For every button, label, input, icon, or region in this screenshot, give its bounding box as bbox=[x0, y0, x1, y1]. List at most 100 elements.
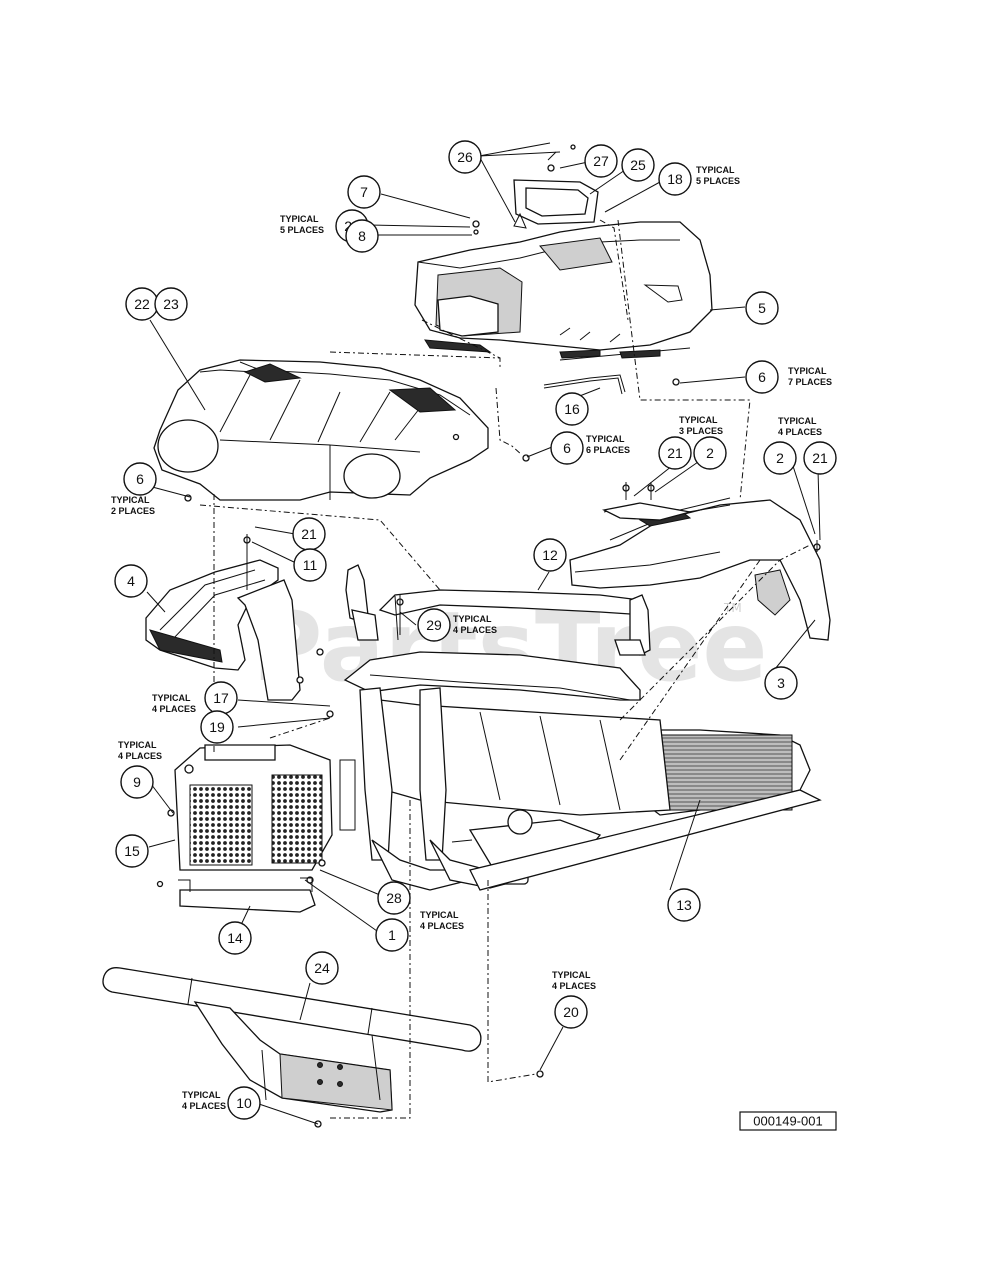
document-number-box: 000149-001 bbox=[739, 1111, 837, 1131]
callout-19[interactable]: 19 bbox=[200, 710, 234, 744]
svg-text:22: 22 bbox=[134, 296, 150, 312]
svg-text:TYPICAL: TYPICAL bbox=[152, 693, 191, 703]
svg-text:3 PLACES: 3 PLACES bbox=[679, 426, 723, 436]
note-typical-5-places-top-left: TYPICAL 5 PLACES bbox=[280, 214, 324, 235]
svg-text:15: 15 bbox=[124, 843, 140, 859]
svg-text:27: 27 bbox=[593, 153, 609, 169]
svg-text:6: 6 bbox=[563, 440, 571, 456]
svg-text:21: 21 bbox=[812, 450, 828, 466]
callout-2-right[interactable]: 2 bbox=[693, 436, 727, 470]
callout-1[interactable]: 1 bbox=[375, 918, 409, 952]
svg-text:28: 28 bbox=[386, 890, 402, 906]
callout-17[interactable]: 17 bbox=[204, 681, 238, 715]
svg-text:6: 6 bbox=[758, 369, 766, 385]
svg-text:6 PLACES: 6 PLACES bbox=[586, 445, 630, 455]
callout-29[interactable]: 29 bbox=[417, 608, 451, 642]
note-typical-2-places: TYPICAL 2 PLACES bbox=[111, 495, 155, 516]
callout-5[interactable]: 5 bbox=[745, 291, 779, 325]
svg-text:4 PLACES: 4 PLACES bbox=[182, 1101, 226, 1111]
svg-text:8: 8 bbox=[358, 228, 366, 244]
note-typical-6-places: TYPICAL 6 PLACES bbox=[586, 434, 630, 455]
callout-11[interactable]: 11 bbox=[293, 548, 327, 582]
screws bbox=[184, 378, 821, 1078]
svg-text:24: 24 bbox=[314, 960, 330, 976]
svg-text:9: 9 bbox=[133, 774, 141, 790]
callout-7[interactable]: 7 bbox=[347, 175, 381, 209]
svg-text:TYPICAL: TYPICAL bbox=[118, 740, 157, 750]
svg-text:20: 20 bbox=[563, 1004, 579, 1020]
svg-text:26: 26 bbox=[457, 149, 473, 165]
note-typical-4-places-17: TYPICAL 4 PLACES bbox=[152, 693, 196, 714]
callout-18[interactable]: 18 bbox=[658, 162, 692, 196]
callout-23[interactable]: 23 bbox=[154, 287, 188, 321]
hood-part-22-23 bbox=[153, 359, 489, 501]
svg-text:TYPICAL: TYPICAL bbox=[182, 1090, 221, 1100]
callout-15[interactable]: 15 bbox=[115, 834, 149, 868]
note-typical-4-places-right: TYPICAL 4 PLACES bbox=[778, 416, 822, 437]
svg-text:TYPICAL: TYPICAL bbox=[552, 970, 591, 980]
svg-text:16: 16 bbox=[564, 401, 580, 417]
left-fender-part-4 bbox=[145, 559, 324, 701]
callout-3[interactable]: 3 bbox=[764, 666, 798, 700]
document-number: 000149-001 bbox=[753, 1114, 822, 1129]
note-typical-4-places-1: TYPICAL 4 PLACES bbox=[420, 910, 464, 931]
svg-text:10: 10 bbox=[236, 1095, 252, 1111]
note-typical-4-places-9: TYPICAL 4 PLACES bbox=[118, 740, 162, 761]
svg-text:29: 29 bbox=[426, 617, 442, 633]
callout-10[interactable]: 10 bbox=[227, 1086, 261, 1120]
callout-25[interactable]: 25 bbox=[621, 148, 655, 182]
svg-text:14: 14 bbox=[227, 930, 243, 946]
note-typical-3-places: TYPICAL 3 PLACES bbox=[679, 415, 723, 436]
callout-6-middle[interactable]: 6 bbox=[550, 431, 584, 465]
dash-panel-part-5 bbox=[414, 221, 713, 361]
callout-28[interactable]: 28 bbox=[377, 881, 411, 915]
svg-text:25: 25 bbox=[630, 157, 646, 173]
svg-text:4 PLACES: 4 PLACES bbox=[118, 751, 162, 761]
callout-21-right[interactable]: 21 bbox=[658, 436, 692, 470]
svg-text:7 PLACES: 7 PLACES bbox=[788, 377, 832, 387]
svg-text:5 PLACES: 5 PLACES bbox=[280, 225, 324, 235]
callout-22[interactable]: 22 bbox=[125, 287, 159, 321]
callout-12[interactable]: 12 bbox=[533, 538, 567, 572]
callout-8[interactable]: 8 bbox=[345, 219, 379, 253]
callouts: 26 27 25 18 7 21 8 5 6 22 23 16 6 21 2 2… bbox=[114, 140, 837, 1120]
svg-text:6: 6 bbox=[136, 471, 144, 487]
svg-text:4 PLACES: 4 PLACES bbox=[552, 981, 596, 991]
svg-text:TYPICAL: TYPICAL bbox=[696, 165, 735, 175]
svg-text:3: 3 bbox=[777, 675, 785, 691]
callout-14[interactable]: 14 bbox=[218, 921, 252, 955]
callout-4[interactable]: 4 bbox=[114, 564, 148, 598]
callout-21-far-right[interactable]: 21 bbox=[803, 441, 837, 475]
callout-21-left[interactable]: 21 bbox=[292, 517, 326, 551]
callout-16[interactable]: 16 bbox=[555, 392, 589, 426]
callout-26[interactable]: 26 bbox=[448, 140, 482, 174]
callout-24[interactable]: 24 bbox=[305, 951, 339, 985]
note-typical-4-places-10: TYPICAL 4 PLACES bbox=[182, 1090, 226, 1111]
callout-13[interactable]: 13 bbox=[667, 888, 701, 922]
callout-20[interactable]: 20 bbox=[554, 995, 588, 1029]
lower-bracket-part-14 bbox=[156, 877, 316, 913]
callout-6-top[interactable]: 6 bbox=[745, 360, 779, 394]
note-typical-7-places: TYPICAL 7 PLACES bbox=[788, 366, 832, 387]
svg-text:17: 17 bbox=[213, 690, 229, 706]
grille-part-15 bbox=[167, 744, 333, 884]
svg-text:21: 21 bbox=[301, 526, 317, 542]
right-fender-part-3 bbox=[569, 497, 831, 641]
svg-text:4 PLACES: 4 PLACES bbox=[453, 625, 497, 635]
typical-notes: TYPICAL 5 PLACES TYPICAL 5 PLACES TYPICA… bbox=[111, 165, 832, 1111]
bezel-part-25 bbox=[513, 179, 599, 225]
callout-27[interactable]: 27 bbox=[584, 144, 618, 178]
callout-6-left[interactable]: 6 bbox=[123, 462, 157, 496]
svg-text:23: 23 bbox=[163, 296, 179, 312]
callout-2-far-right[interactable]: 2 bbox=[763, 441, 797, 475]
note-typical-4-places-29: TYPICAL 4 PLACES bbox=[453, 614, 497, 635]
callout-9[interactable]: 9 bbox=[120, 765, 154, 799]
svg-text:TYPICAL: TYPICAL bbox=[453, 614, 492, 624]
svg-text:2: 2 bbox=[706, 445, 714, 461]
svg-text:5: 5 bbox=[758, 300, 766, 316]
svg-text:1: 1 bbox=[388, 927, 396, 943]
svg-text:4: 4 bbox=[127, 573, 135, 589]
svg-text:21: 21 bbox=[667, 445, 683, 461]
chassis-frame-part-13 bbox=[339, 651, 822, 891]
svg-text:4 PLACES: 4 PLACES bbox=[778, 427, 822, 437]
